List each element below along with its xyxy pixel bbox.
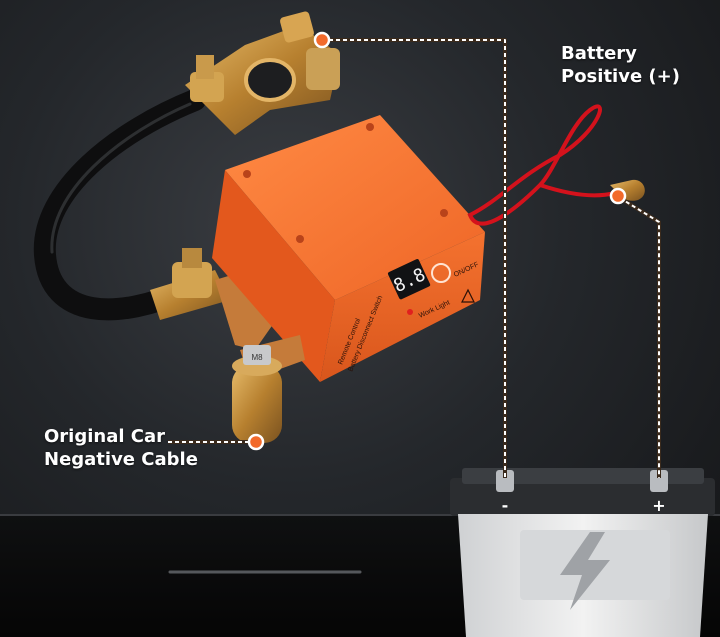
guide-line-positive	[619, 197, 660, 478]
red-wire-lead	[539, 183, 616, 198]
screw-hole	[243, 170, 251, 178]
negative-terminal-connector: M8	[232, 335, 305, 443]
device-top-face	[225, 115, 485, 300]
battery-terminal-negative	[496, 470, 514, 492]
battery-terminal-positive	[650, 470, 668, 492]
original-negative-label-line2: Negative Cable	[44, 449, 198, 470]
guide-line-negative	[322, 39, 506, 478]
black-cable	[33, 89, 206, 321]
battery-lid-top	[462, 468, 704, 484]
original-negative-label-line1: Original Car	[44, 426, 166, 447]
marker-clamp	[313, 31, 331, 49]
battery-pos-symbol: +	[652, 496, 665, 515]
black-cable-shine	[50, 102, 192, 254]
work-light-led	[407, 309, 413, 315]
battery-neg-symbol: -	[502, 496, 509, 515]
red-wire	[467, 104, 602, 226]
screw-hole	[366, 123, 374, 131]
guide-line-positive-outline	[618, 196, 661, 478]
ring-terminal	[610, 179, 645, 201]
battery-positive-label-line1: Battery	[561, 43, 637, 64]
car-battery: - +	[450, 468, 715, 637]
marker-ring-terminal	[609, 187, 627, 205]
device-front-face	[320, 232, 485, 382]
battery-clamp-positive	[185, 11, 340, 135]
battery-lid	[450, 478, 715, 516]
marker-negative-cable	[247, 433, 265, 451]
battery-positive-label-line2: Positive (+)	[561, 66, 680, 87]
screw-hole	[440, 209, 448, 217]
guide-lines	[168, 38, 661, 478]
original-negative-label: Original Car Negative Cable	[44, 425, 198, 471]
cable-lug-bolt	[150, 248, 230, 320]
warning-icon	[461, 288, 475, 303]
device-left-face	[212, 170, 335, 382]
screw-hole	[296, 235, 304, 243]
battery-positive-label: Battery Positive (+)	[561, 42, 680, 88]
power-button-icon[interactable]	[431, 263, 451, 283]
lightning-icon	[560, 532, 610, 610]
bolt-marking: M8	[251, 353, 263, 362]
